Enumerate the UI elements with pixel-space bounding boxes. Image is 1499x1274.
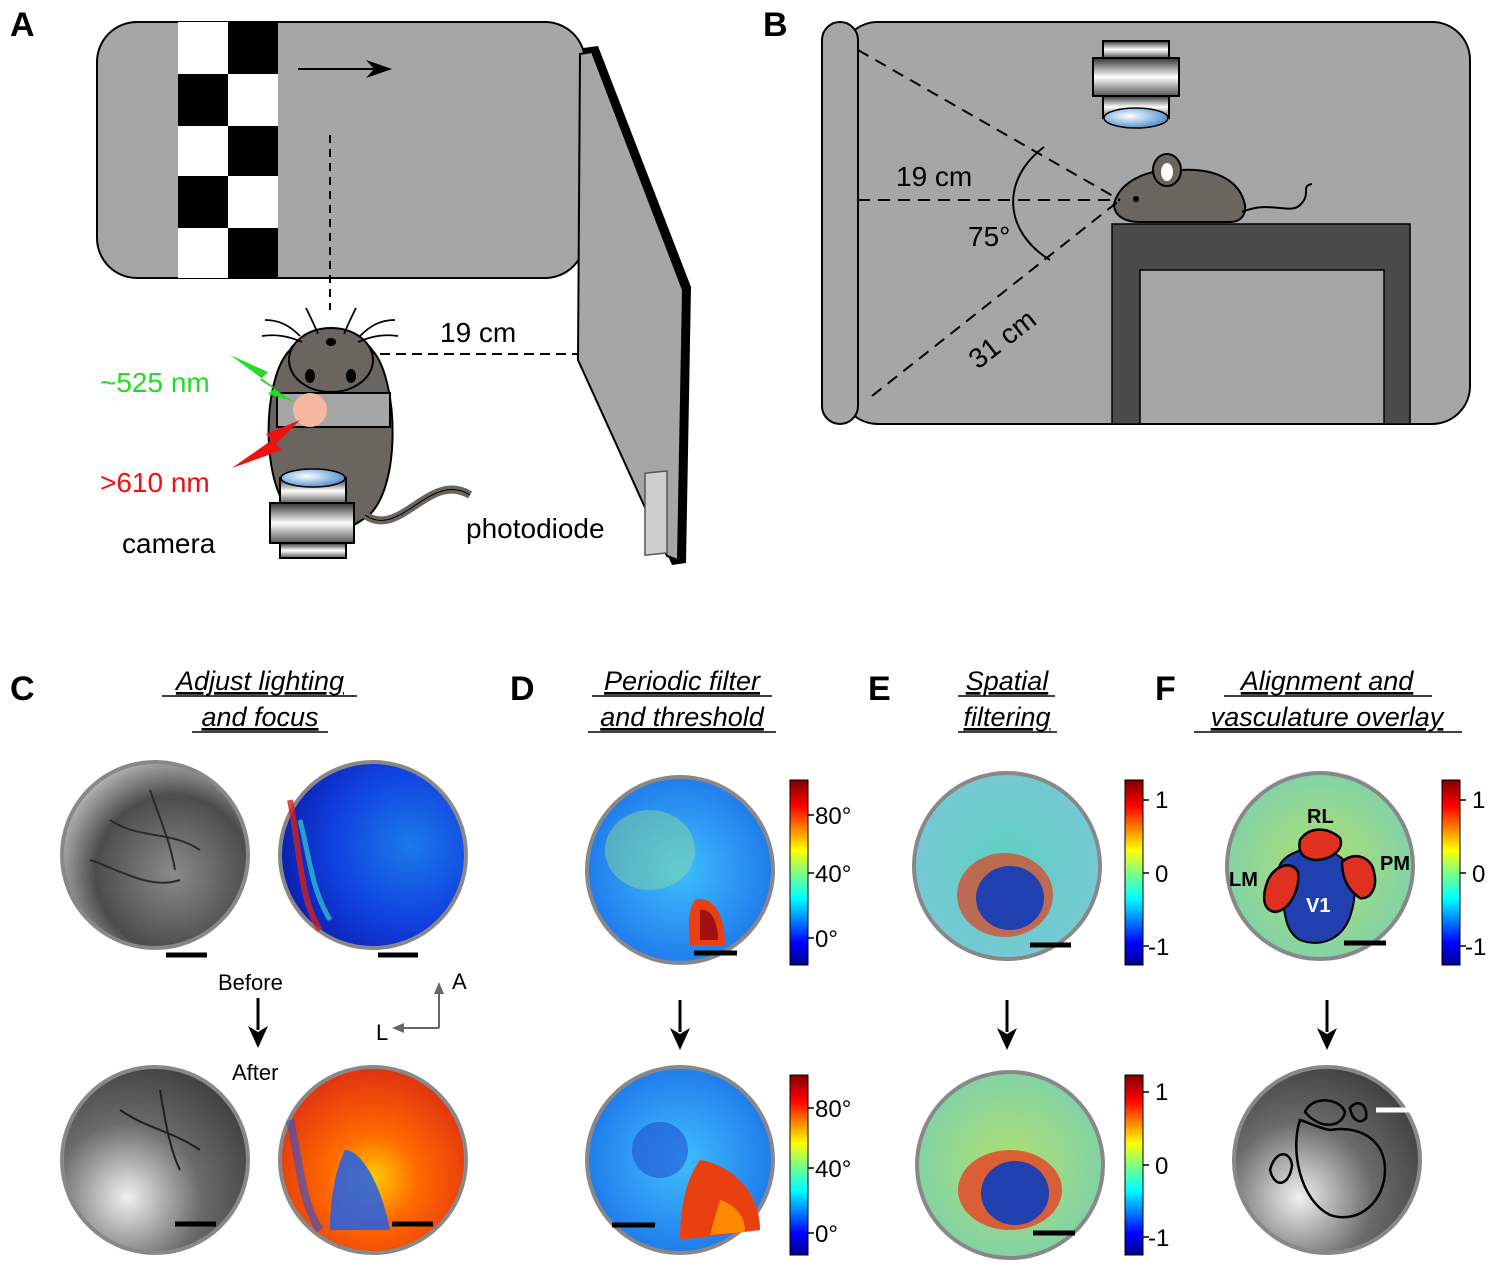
panel-b: B 19 cm 75° 31 cm xyxy=(763,6,1471,425)
colorbar-tick: 80° xyxy=(815,1096,851,1123)
after-phase-map xyxy=(278,1065,468,1255)
panel-e: E Spatial filtering 1 0 -1 xyxy=(868,666,1169,1260)
panel-a: A 19 cm photodiode xyxy=(10,6,691,565)
panel-f-title-line1: Alignment and xyxy=(1239,666,1415,696)
panel-e-title-line2: filtering xyxy=(963,702,1050,732)
lower-view-line xyxy=(871,199,1121,397)
down-arrow-e xyxy=(997,1000,1017,1050)
panel-c: C Adjust lighting and focus Before After xyxy=(10,666,468,1255)
colorbar-e-bottom: 1 0 -1 xyxy=(1124,1074,1169,1256)
checkerboard-bar xyxy=(178,22,278,278)
panel-d-title-line2: and threshold xyxy=(600,702,765,732)
colorbar-tick: 0° xyxy=(815,926,838,953)
phase-map-filtered xyxy=(585,1065,775,1255)
colorbar-tick: 0 xyxy=(1155,1153,1168,1180)
sign-map-raw xyxy=(912,771,1102,961)
rl-area xyxy=(1298,828,1343,862)
colorbar-tick: 40° xyxy=(815,1156,851,1183)
motion-arrow xyxy=(298,60,392,78)
area-label-rl: RL xyxy=(1307,806,1334,828)
angle-label: 75° xyxy=(968,221,1010,252)
green-wavelength-label: ~525 nm xyxy=(100,367,210,398)
colorbar-tick: 40° xyxy=(815,861,851,888)
panel-c-title-line1: Adjust lighting xyxy=(174,666,344,696)
colorbar-tick: -1 xyxy=(1148,1225,1169,1252)
colorbar-tick: 80° xyxy=(815,803,851,830)
panel-e-title-line1: Spatial xyxy=(966,666,1050,696)
distance-label: 19 cm xyxy=(440,317,516,348)
panel-label-a: A xyxy=(10,6,35,44)
area-segmentation-map: RL LM PM V1 xyxy=(1225,771,1415,961)
panel-c-title-line2: and focus xyxy=(201,702,318,732)
after-label: After xyxy=(232,1060,278,1085)
panel-label-d: D xyxy=(510,670,535,708)
photodiode-label: photodiode xyxy=(466,513,605,544)
colorbar-d-top: 80° 40° 0° xyxy=(789,779,851,966)
stimulus-screen xyxy=(96,21,586,279)
colorbar-tick: 0° xyxy=(815,1221,838,1248)
panel-label-f: F xyxy=(1155,670,1176,708)
colorbar-e-top: 1 0 -1 xyxy=(1124,779,1169,966)
panel-label-b: B xyxy=(763,6,788,44)
axis-a-label: A xyxy=(452,969,467,994)
mouse-side-view xyxy=(1112,153,1313,223)
panel-f: F Alignment and vasculature overlay RL L… xyxy=(1155,666,1486,1255)
colorbar-tick: -1 xyxy=(1148,934,1169,961)
lm-area xyxy=(1262,864,1300,914)
before-label: Before xyxy=(218,970,283,995)
panel-label-e: E xyxy=(868,670,891,708)
angle-arc xyxy=(1012,146,1051,261)
colorbar-tick: 1 xyxy=(1472,787,1485,814)
orientation-axes: A L xyxy=(376,969,467,1045)
before-after-arrow xyxy=(248,998,268,1048)
area-label-pm: PM xyxy=(1380,853,1410,875)
panel-d: D Periodic filter and threshold 80° 40° … xyxy=(510,666,851,1256)
horizontal-distance-label: 19 cm xyxy=(896,161,972,192)
axis-l-label: L xyxy=(376,1020,388,1045)
after-vasculature-image xyxy=(60,1065,250,1255)
sign-map-filtered xyxy=(915,1070,1105,1260)
camera-device-b xyxy=(1092,40,1180,129)
down-arrow-f xyxy=(1317,1000,1337,1050)
vasculature-overlay xyxy=(1232,1065,1422,1255)
panel-f-title-line2: vasculature overlay xyxy=(1211,702,1445,732)
camera-device-a xyxy=(269,468,355,559)
phase-map-raw xyxy=(585,775,775,965)
before-vasculature-image xyxy=(60,760,250,958)
area-label-lm: LM xyxy=(1229,869,1258,891)
area-label-v1: V1 xyxy=(1306,895,1330,917)
before-phase-map xyxy=(278,760,468,958)
platform xyxy=(1111,223,1411,425)
colorbar-tick: 1 xyxy=(1155,1079,1168,1106)
pm-area xyxy=(1340,854,1377,900)
colorbar-tick: 0 xyxy=(1472,861,1485,888)
panel-label-c: C xyxy=(10,670,35,708)
colorbar-tick: -1 xyxy=(1465,934,1486,961)
upper-view-line xyxy=(857,49,1121,201)
green-light-bolt xyxy=(230,355,295,402)
down-arrow-d xyxy=(670,1000,690,1050)
red-light-bolt xyxy=(232,420,300,468)
colorbar-tick: 0 xyxy=(1155,861,1168,888)
colorbar-d-bottom: 80° 40° 0° xyxy=(789,1074,851,1256)
camera-label: camera xyxy=(122,528,216,559)
panel-d-title-line1: Periodic filter xyxy=(604,666,761,696)
red-wavelength-label: >610 nm xyxy=(100,467,210,498)
colorbar-f: 1 0 -1 xyxy=(1441,779,1486,966)
side-screen xyxy=(576,50,685,562)
colorbar-tick: 1 xyxy=(1155,787,1168,814)
photodiode-device xyxy=(644,470,668,557)
enclosure-side-screen xyxy=(821,21,859,425)
